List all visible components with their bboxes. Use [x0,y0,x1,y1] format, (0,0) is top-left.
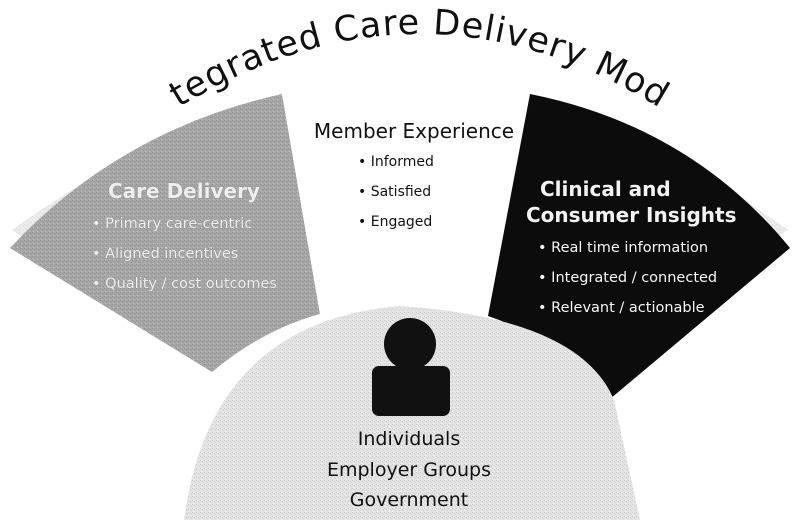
care-delivery-bullet: • Aligned incentives [92,246,238,262]
insights-heading: Clinical and [540,177,671,201]
member-experience-bullet: • Informed [358,154,434,170]
insights-bullet: • Real time information [538,240,708,256]
member-experience-heading: Member Experience [314,119,514,143]
care-delivery-bullet: • Primary care-centric [92,216,252,232]
audience-line: Individuals [358,428,460,450]
insights-segment [488,94,790,404]
care-delivery-heading: Care Delivery [108,179,260,203]
audience-line: Employer Groups [327,459,491,481]
audience-line: Government [350,489,469,511]
member-experience-segment [282,83,530,316]
care-delivery-bullet: • Quality / cost outcomes [92,276,277,292]
person-icon [372,318,450,416]
member-experience-bullet: • Satisfied [358,184,431,200]
insights-bullet: • Integrated / connected [538,270,717,286]
insights-heading: Consumer Insights [526,203,737,227]
insights-bullet: • Relevant / actionable [538,300,705,316]
member-experience-bullet: • Engaged [358,214,432,230]
